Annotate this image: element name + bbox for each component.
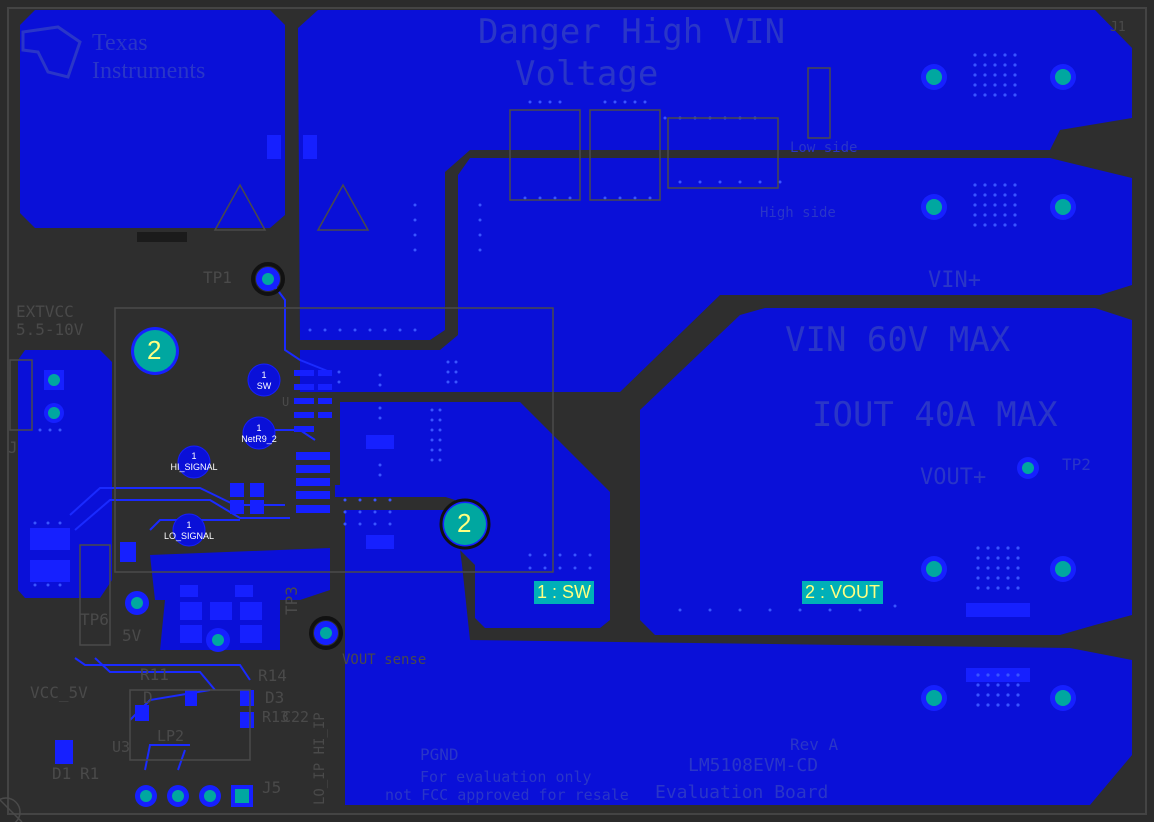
designator-j5: J5 <box>262 778 282 797</box>
copper-pour-sw-strip <box>335 485 455 497</box>
designator-tp1: TP1 <box>203 268 232 287</box>
silk-vout-label: VOUT+ <box>920 465 987 490</box>
designator-r11: R11 <box>140 665 169 684</box>
net-label-pads <box>172 363 281 547</box>
designator-lp2: LP2 <box>157 727 185 745</box>
designator-tp2: TP2 <box>1062 455 1091 474</box>
net-label-sw-name: SW <box>256 381 272 391</box>
designator-j-left: J <box>8 438 18 457</box>
silk-low-side: Low side <box>790 140 858 156</box>
designator-tp3: TP3 <box>282 586 301 615</box>
designator-extvcc-range: 5.5-10V <box>16 320 84 339</box>
designator-d-mid: D <box>143 688 153 707</box>
designator-tp6: TP6 <box>80 610 109 629</box>
silk-high-side: High side <box>760 205 836 221</box>
tab-top-left <box>137 232 187 242</box>
designator-vout-sense: VOUT sense <box>342 652 427 668</box>
designator-r13: R13 <box>262 708 290 726</box>
silkscreen-outlines <box>0 67 831 822</box>
net-box-vout: 2 : VOUT <box>802 581 884 604</box>
designator-r1: R1 <box>80 764 100 783</box>
designator-r14: R14 <box>258 666 287 685</box>
silk-iout-max: IOUT 40A MAX <box>812 395 1058 435</box>
power-terminal-pads <box>921 64 1076 711</box>
designator-d3: D3 <box>265 688 285 707</box>
net-2-label-left: 2 <box>147 335 162 365</box>
silk-top-title-a: Danger High VIN <box>478 12 786 52</box>
net-2-pads <box>131 327 491 550</box>
designator-c22: C22 <box>282 708 310 726</box>
designator-hi-lo-ip: LO_IP HI_IP <box>312 712 328 805</box>
designator-j1: J1 <box>1110 20 1126 35</box>
smd-pads <box>30 135 1030 764</box>
net-label-sw-num: 1 <box>261 370 267 380</box>
silk-vin-max: VIN 60V MAX <box>785 320 1011 360</box>
ti-logo-icon <box>18 22 88 82</box>
designator-d1: D1 <box>52 764 72 783</box>
silk-eval-board: Evaluation Board <box>655 782 829 803</box>
designator-vcc-5v: VCC_5V <box>30 683 88 702</box>
designator-u3: U3 <box>112 738 131 756</box>
net-label-lo-name: LO_SIGNAL <box>163 531 215 541</box>
net-label-netr9-name: NetR9_2 <box>241 434 277 444</box>
silk-top-title-b: Voltage <box>515 54 659 94</box>
net-box-sw: 1 : SW <box>534 581 595 604</box>
copper-pour-vin-plus <box>300 158 1132 392</box>
designator-5v: 5V <box>122 626 142 645</box>
silk-eval-line1: For evaluation only <box>420 768 592 786</box>
silk-eval-line2: not FCC approved for resale <box>385 786 629 804</box>
silk-pgnd: PGND <box>420 745 459 764</box>
logo-instruments: Instruments <box>92 58 206 84</box>
test-point-pads <box>44 262 343 807</box>
copper-pour-vout <box>640 308 1132 635</box>
silk-vin-plus: VIN+ <box>928 268 981 293</box>
net-label-lo-num: 1 <box>186 520 192 530</box>
net-label-hi-name: HI_SIGNAL <box>170 462 218 472</box>
copper-pour-pgnd <box>345 510 1132 805</box>
net-2-label-center: 2 <box>457 508 472 538</box>
copper-pour-vin <box>298 10 1132 340</box>
copper-pour-top-left <box>20 10 285 228</box>
silk-board-rev: Rev A <box>790 735 839 754</box>
designator-extvcc: EXTVCC <box>16 302 74 321</box>
net-label-netr9-num: 1 <box>256 423 262 433</box>
silk-board-name: LM5108EVM-CD <box>688 755 819 776</box>
net-label-hi-num: 1 <box>191 451 197 461</box>
designator-u-small: U <box>282 395 290 409</box>
logo-texas: Texas <box>92 30 148 56</box>
driver-ic-footprint <box>294 370 332 513</box>
